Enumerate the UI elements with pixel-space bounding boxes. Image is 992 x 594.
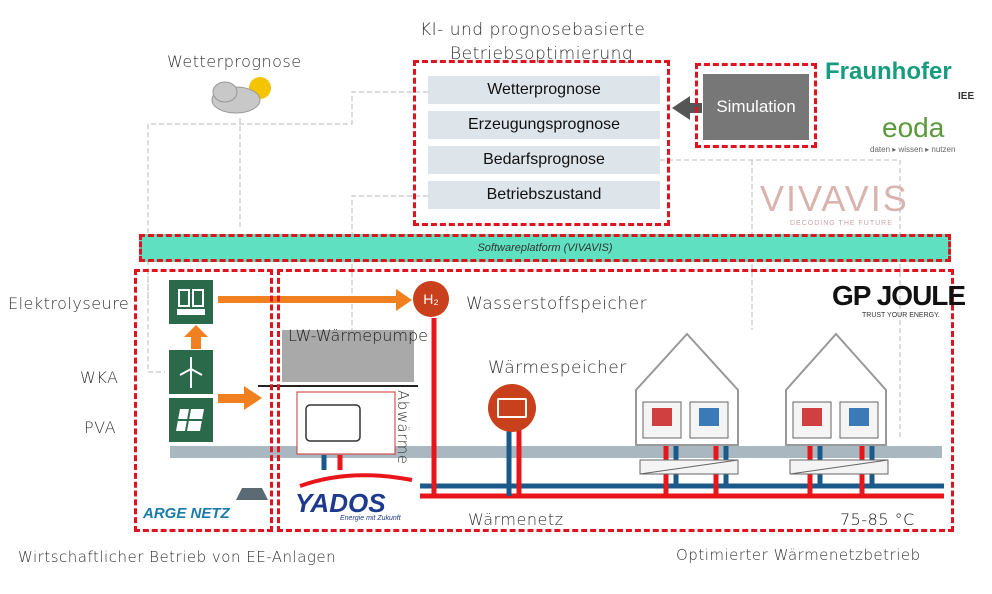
yados-sub: Energie mit Zukunft xyxy=(340,515,401,522)
label-abwaerme: Abwärme xyxy=(394,390,412,465)
label-temperature: 75-85 °C xyxy=(840,510,915,529)
gpjoule-logo: GP JOULE xyxy=(832,280,966,311)
right-section xyxy=(277,269,954,532)
vivavis-logo: VIVAVIS xyxy=(760,178,909,219)
label-wasserstoffspeicher: Wasserstoffspeicher xyxy=(466,294,648,314)
label-waermenetz: Wärmenetz xyxy=(468,510,564,529)
forecast-item-betriebszustand: Betriebszustand xyxy=(428,181,660,209)
solar-panel-icon xyxy=(169,398,213,442)
title-line2: Betriebsoptimierung xyxy=(450,44,633,64)
yados-logo: YADOS xyxy=(295,488,386,518)
eoda-logo: eoda xyxy=(882,112,945,143)
elektrolyseur-icon xyxy=(169,280,213,324)
right-footer: Optimierter Wärmenetzbetrieb xyxy=(676,546,921,564)
left-footer: Wirtschaftlicher Betrieb von EE-Anlagen xyxy=(18,548,337,566)
label-waermespeicher: Wärmespeicher xyxy=(488,358,627,378)
gpjoule-sub: TRUST YOUR ENERGY. xyxy=(862,312,940,319)
fraunhofer-logo: Fraunhofer xyxy=(825,58,952,85)
waermepumpe-box xyxy=(282,330,414,382)
h2-icon: H₂ xyxy=(413,281,449,317)
forecast-item-wetter: Wetterprognose xyxy=(428,76,660,104)
wind-turbine-icon xyxy=(169,350,213,394)
simulation-label: Simulation xyxy=(703,74,809,140)
arge-netz-logo: ARGE NETZ xyxy=(143,505,230,522)
label-pva: PVA xyxy=(84,418,117,437)
forecast-item-erzeugung: Erzeugungsprognose xyxy=(428,111,660,139)
fraunhofer-sub: IEE xyxy=(958,91,975,102)
simulation-box xyxy=(695,63,817,148)
left-section xyxy=(134,269,273,532)
eoda-sub: daten ▸ wissen ▸ nutzen xyxy=(870,145,956,154)
label-waermepumpe: LW-Wärmepumpe xyxy=(288,326,428,345)
waermespeicher-icon xyxy=(488,384,536,432)
label-elektrolyseure: Elektrolyseure xyxy=(8,294,130,313)
forecast-item-bedarf: Bedarfsprognose xyxy=(428,146,660,174)
label-wka: WKA xyxy=(80,368,119,387)
title-line1: KI- und prognosebasierte xyxy=(420,20,646,40)
software-platform: Softwareplatform (VIVAVIS) xyxy=(139,234,951,262)
vivavis-sub: DECODING THE FUTURE xyxy=(790,220,893,227)
weather-label: Wetterprognose xyxy=(167,52,302,71)
forecast-box xyxy=(413,60,670,226)
